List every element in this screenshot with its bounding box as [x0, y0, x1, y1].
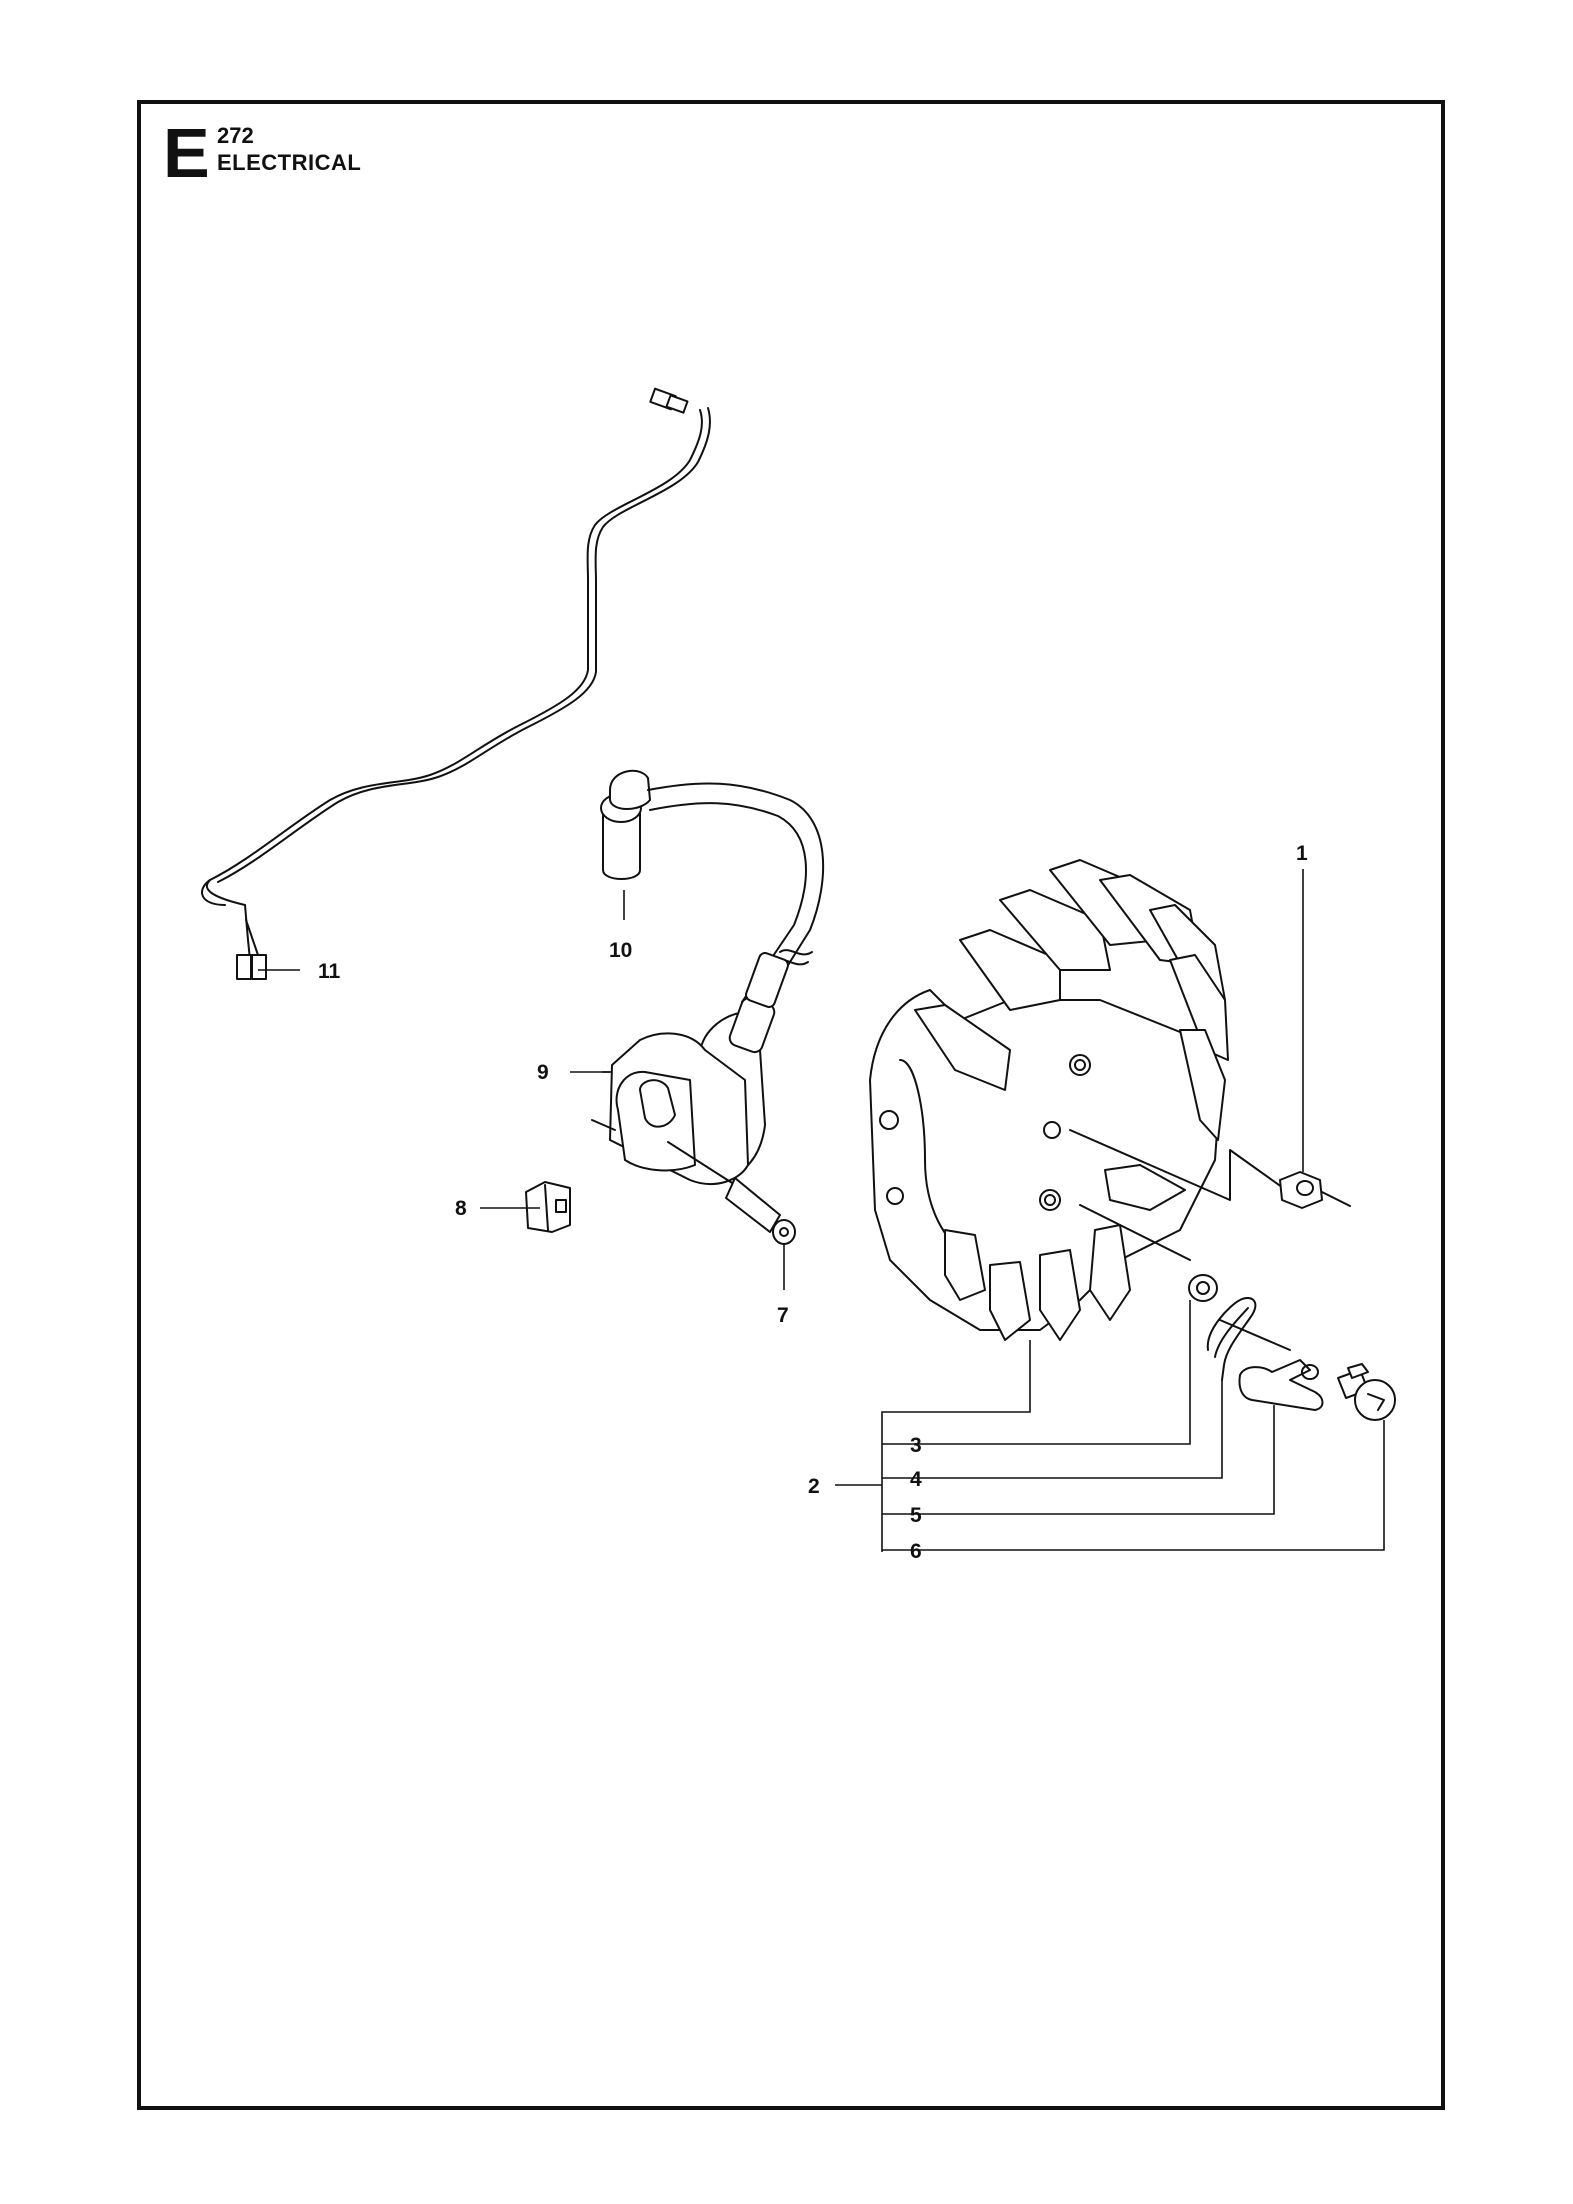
callout-8: 8: [455, 1197, 467, 1220]
pawl-part: [1238, 1359, 1324, 1411]
callout-6: 6: [910, 1540, 922, 1563]
nut-part: [1279, 1171, 1351, 1209]
callout-9: 9: [537, 1061, 549, 1084]
page-frame: [137, 100, 1445, 2110]
callout-11: 11: [318, 960, 341, 983]
leader-lines: [258, 869, 1385, 1552]
callout-10: 10: [609, 939, 632, 962]
section-letter: E: [163, 114, 210, 192]
callout-2: 2: [808, 1475, 820, 1498]
callout-5: 5: [910, 1504, 922, 1527]
ignition-module-part: [591, 952, 789, 1185]
wire-harness-part: [201, 387, 711, 980]
spring-part: [1206, 1297, 1291, 1381]
flywheel-part: [869, 859, 1301, 1341]
callout-4: 4: [910, 1468, 922, 1491]
callout-1: 1: [1296, 842, 1308, 865]
washer-part: [1188, 1274, 1218, 1302]
header-title: ELECTRICAL: [217, 150, 362, 175]
callout-labels: 1 2 3 4 5 6 7 8 9 10 11: [318, 842, 1308, 1563]
clip-part: [525, 1181, 571, 1233]
shoulder-bolt-part: [1337, 1363, 1396, 1421]
screw-part: [667, 1141, 796, 1245]
spark-plug-cap-part: [600, 769, 825, 1011]
callout-7: 7: [777, 1304, 789, 1327]
header-number: 272: [217, 123, 254, 148]
callout-3: 3: [910, 1434, 922, 1457]
